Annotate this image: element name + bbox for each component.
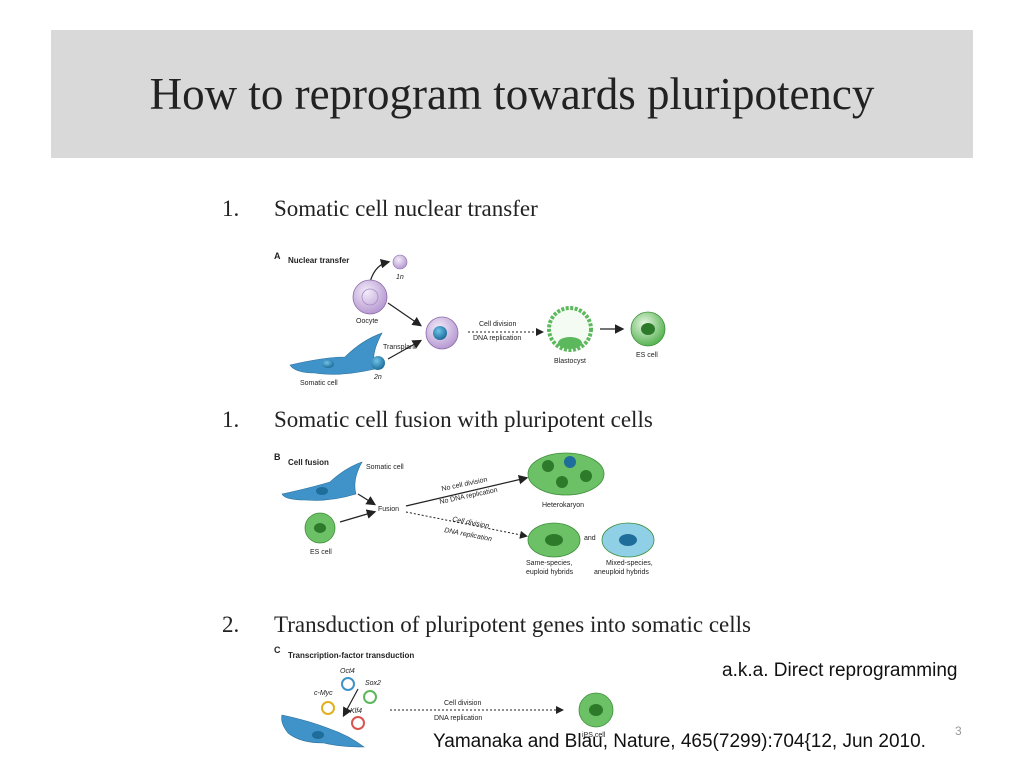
same-species-label-1: Same-species, [526,560,572,567]
diploid-label: 2n [373,374,382,381]
direct-reprogramming-note: a.k.a. Direct reprogramming [722,660,958,681]
blastocyst-label: Blastocyst [554,358,586,365]
arrow [387,302,422,327]
oocyte-nucleus [361,288,379,306]
arrow [369,258,391,283]
panel-letter: B [274,452,281,462]
title-band: How to reprogram towards pluripotency [51,30,973,158]
figure-cell-fusion: B Cell fusion Somatic cell ES cell Fusio… [274,452,655,576]
nucleus [542,460,554,472]
figure-nuclear-transfer: A Nuclear transfer 1n Oocyte Somatic cel… [274,251,666,387]
list-item-number: 1. [222,407,240,432]
somatic-cell [289,332,383,375]
page-number: 3 [955,724,962,738]
mixed-species-label-1: Mixed-species, [606,560,653,567]
haploid-label: 1n [396,274,404,281]
nucleus [556,476,568,488]
diploid-nucleus [371,356,385,370]
cmyc-plasmid [321,701,335,715]
arrow [357,493,377,506]
panel-letter: C [274,645,281,655]
mixed-species-label-2: aneuploid hybrids [594,569,649,576]
somatic-nucleus [316,487,328,495]
transplant-label: Transplant [383,344,416,351]
dotted-arrow [405,511,528,539]
es-nucleus [641,323,655,335]
klf4-label: Klf4 [350,708,362,715]
lower-arrow-label-2: DNA replication [444,527,493,543]
arrow [339,509,377,523]
panel-heading: Nuclear transfer [288,256,349,265]
ips-label: iPS cell [582,732,606,739]
arrow-label-top: Cell division [444,700,481,707]
sox2-label: Sox2 [365,680,381,687]
somatic-cell [281,461,363,501]
somatic-cell [281,714,365,748]
list-item-text: Somatic cell fusion with pluripotent cel… [274,407,653,432]
es-cell-label: ES cell [636,352,658,359]
arrow-label-top: Cell division [479,321,516,328]
transplanted-nucleus [433,326,447,340]
same-species-label-2: euploid hybrids [526,569,574,576]
arrow-to-heterokaryon [405,474,529,507]
ips-nucleus [589,704,603,716]
arrow [387,339,423,360]
haploid-cell [392,254,408,270]
panel-letter: A [274,251,281,261]
list-item-number: 1. [222,196,240,221]
slide-title: How to reprogram towards pluripotency [149,69,875,119]
somatic-nucleus [312,731,324,739]
lower-arrow-label-1: Cell division [452,516,490,530]
oct4-plasmid [341,677,355,691]
nucleus [580,470,592,482]
arrow-label-bottom: DNA replication [434,715,482,722]
fusion-label: Fusion [378,506,399,513]
somatic-label: Somatic cell [300,380,338,387]
citation: Yamanaka and Blau, Nature, 465(7299):704… [433,731,926,752]
panel-heading: Cell fusion [288,458,329,467]
somatic-nucleus [322,360,334,368]
nucleus [545,534,563,546]
list-item-text: Somatic cell nuclear transfer [274,196,538,221]
cmyc-label: c-Myc [314,690,333,697]
blastocyst [547,306,593,352]
klf4-plasmid [351,716,365,730]
es-nucleus [314,523,326,533]
panel-heading: Transcription-factor transduction [288,651,414,660]
and-label: and [584,535,596,542]
oct4-label: Oct4 [340,668,355,675]
oocyte-cell [352,279,388,315]
oocyte-label: Oocyte [356,318,378,325]
heterokaryon-label: Heterokaryon [542,502,584,509]
nucleus [619,534,637,546]
list-item-text: Transduction of pluripotent genes into s… [274,612,751,637]
figure-transduction: C Transcription-factor transduction Oct4… [274,645,614,748]
arrow [342,688,359,718]
sox2-plasmid [363,690,377,704]
nucleus [564,456,576,468]
somatic-label: Somatic cell [366,464,404,471]
arrow-label-bottom: DNA replication [473,335,521,342]
list-item-number: 2. [222,612,240,637]
es-cell-label: ES cell [310,549,332,556]
